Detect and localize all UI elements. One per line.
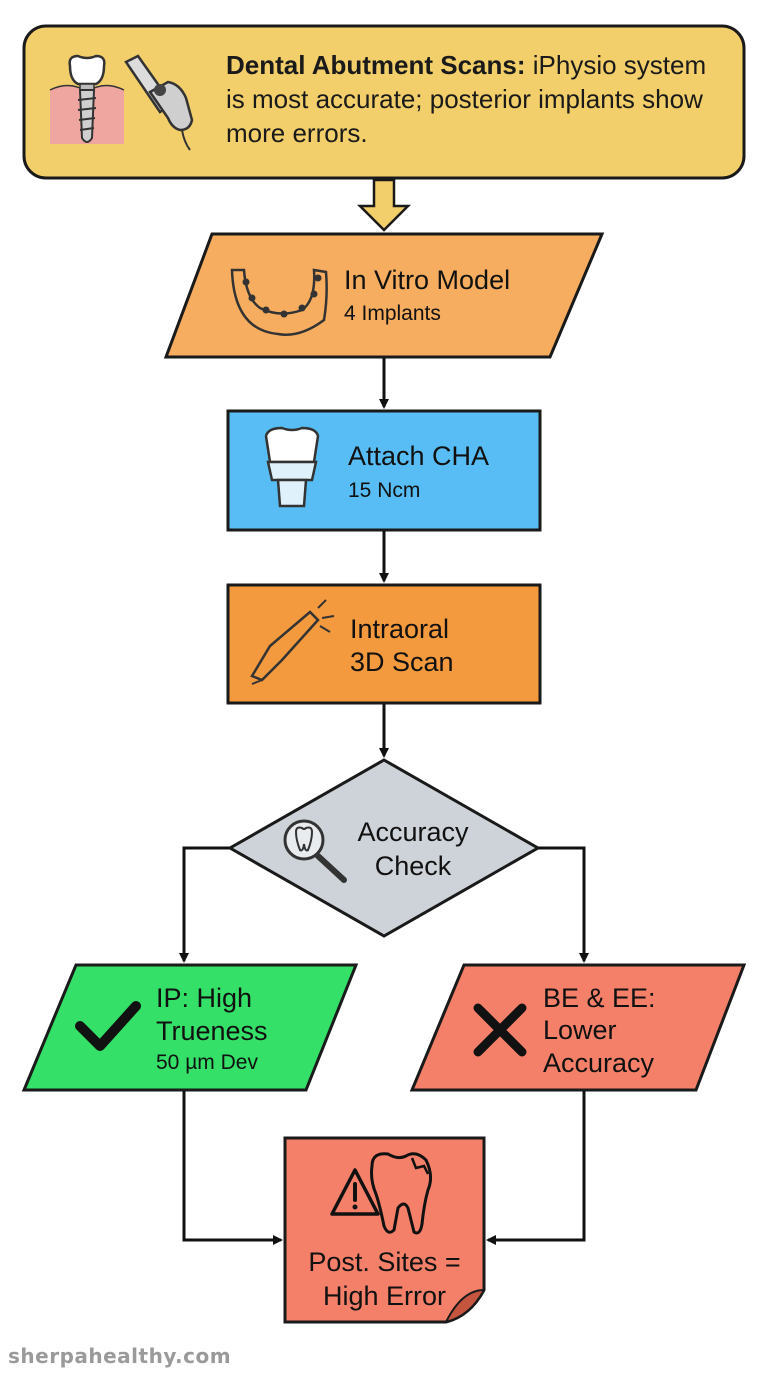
abutment-icon (264, 426, 320, 508)
dental-implant-icon (49, 54, 125, 144)
header-down-arrow (356, 178, 412, 232)
be-line1: BE & EE: (543, 983, 656, 1013)
checkmark-icon (75, 1001, 141, 1051)
cross-icon (473, 1003, 527, 1057)
ip-line1: IP: High (156, 983, 253, 1013)
model-title: In Vitro Model (344, 265, 511, 295)
be-outcome-box (409, 963, 747, 1092)
arrow-ip-to-result (182, 1091, 283, 1245)
check-line2: Check (374, 851, 452, 881)
header-title-rest: iPhysio system is most accurate; posteri… (226, 50, 707, 148)
model-step-box (163, 232, 605, 359)
model-sub: 4 Implants (344, 302, 441, 325)
be-line3: Accuracy (543, 1048, 655, 1078)
result-line1: Post. Sites = (308, 1247, 461, 1277)
ip-line2: Trueness (156, 1016, 268, 1046)
be-line2: Lower (543, 1015, 617, 1045)
arrow-check-to-be (538, 846, 589, 963)
intraoral-scanner-icon (124, 54, 194, 151)
ip-line3: 50 µm Dev (156, 1051, 258, 1074)
scanner-icon (250, 599, 335, 685)
page-curl (444, 1288, 486, 1324)
ip-outcome-box (21, 963, 359, 1092)
warning-icon (330, 1168, 380, 1216)
scan-line2: 3D Scan (350, 647, 454, 677)
broken-tooth-icon (370, 1152, 433, 1235)
check-line1: Accuracy (357, 817, 469, 847)
magnifier-tooth-icon (283, 819, 347, 883)
arrow-check-to-ip (179, 846, 230, 963)
attach-title: Attach CHA (348, 441, 490, 471)
header-title: Dental Abutment Scans: iPhysio system is… (226, 48, 726, 150)
scan-step-box (226, 583, 542, 705)
result-line2: High Error (322, 1281, 447, 1311)
check-decision-diamond (226, 758, 542, 938)
header-box (22, 24, 746, 180)
connectors (179, 358, 589, 1245)
scan-line1: Intraoral (350, 614, 450, 644)
attach-sub: 15 Ncm (348, 479, 421, 502)
watermark: sherpahealthy.com (8, 1344, 232, 1368)
header-title-bold: Dental Abutment Scans: (226, 50, 526, 80)
arrow-be-to-result (486, 1091, 586, 1245)
dental-arch-icon (230, 268, 328, 336)
